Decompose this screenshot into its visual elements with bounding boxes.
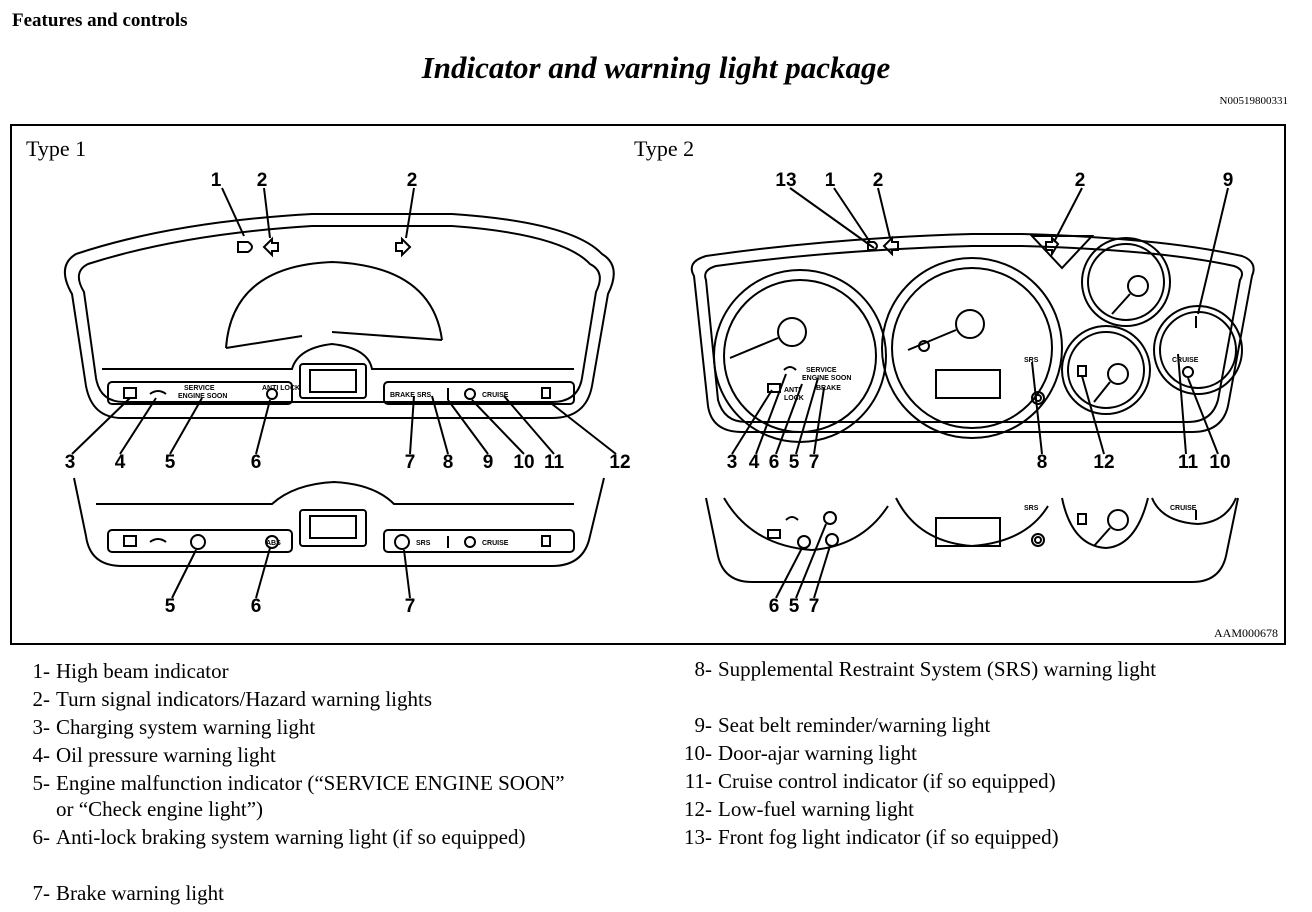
cluster-diagram: Type 1 Type 2 SERVICE ENGINE SOON ANTI L…: [26, 136, 1255, 617]
callout-number: 6: [769, 596, 780, 617]
type1-label: Type 1: [26, 136, 86, 161]
legend-left: 1-High beam indicator 2-Turn signal indi…: [0, 658, 660, 912]
legend-item: or “Check engine light”): [56, 797, 264, 821]
anti-lock-text: ANTI LOCK: [262, 385, 300, 392]
legend-item: 6-Anti-lock braking system warning light…: [32, 825, 526, 849]
callout-number: 2: [407, 170, 418, 191]
section-heading: Features and controls: [12, 10, 188, 31]
legend-item: 12-Low-fuel warning light: [684, 797, 914, 821]
legend-item: 3-Charging system warning light: [32, 715, 316, 739]
callout-number: 4: [115, 452, 126, 473]
engine-soon-text: ENGINE SOON: [178, 393, 227, 400]
t2-service-text: SERVICE: [806, 367, 837, 374]
callout-number: 3: [727, 452, 738, 473]
callout-number: 6: [769, 452, 780, 473]
callout-number: 6: [251, 596, 262, 617]
t2-brake-text: BRAKE: [816, 385, 841, 392]
callout-number: 11: [544, 452, 565, 473]
callout-number: 11: [1178, 452, 1199, 473]
callout-number: 3: [65, 452, 76, 473]
callout-number: 1: [825, 170, 836, 191]
legend-item: 8-Supplemental Restraint System (SRS) wa…: [694, 657, 1157, 681]
callout-number: 13: [775, 170, 796, 191]
legend-item: 5-Engine malfunction indicator (“SERVICE…: [32, 771, 565, 795]
legend-item: 7-Brake warning light: [32, 881, 224, 905]
brake-srs-text: BRAKE SRS: [390, 392, 432, 399]
t2-cruise-lower-text: CRUISE: [1170, 505, 1197, 512]
legend-item: 2-Turn signal indicators/Hazard warning …: [32, 687, 433, 711]
abs-lower-text: ABS: [266, 540, 281, 547]
document-code: N00519800331: [1219, 95, 1288, 107]
figure-code: AAM000678: [1213, 626, 1278, 640]
callout-number: 12: [1093, 452, 1114, 473]
srs-lower-text: SRS: [416, 540, 431, 547]
t2-cruise-text: CRUISE: [1172, 357, 1199, 364]
service-engine-soon-text: SERVICE: [184, 385, 215, 392]
t2-anti-text: ANTI: [784, 387, 800, 394]
t2-lock-text: LOCK: [784, 395, 804, 402]
callout-number: 7: [809, 596, 820, 617]
callout-number: 5: [165, 596, 176, 617]
callout-number: 7: [809, 452, 820, 473]
callout-number: 9: [483, 452, 494, 473]
callout-number: 2: [257, 170, 268, 191]
callout-number: 5: [789, 452, 800, 473]
legend-item: 10-Door-ajar warning light: [684, 741, 918, 765]
t2-engine-soon-text: ENGINE SOON: [802, 375, 851, 382]
t2-srs-lower-text: SRS: [1024, 505, 1039, 512]
cruise-lower-text: CRUISE: [482, 540, 509, 547]
callout-number: 7: [405, 452, 416, 473]
callout-number: 6: [251, 452, 262, 473]
callout-number: 12: [609, 452, 630, 473]
callout-number: 7: [405, 596, 416, 617]
legend-item: 4-Oil pressure warning light: [32, 743, 276, 767]
legend-item: 1-High beam indicator: [32, 659, 229, 683]
t2-srs-text: SRS: [1024, 357, 1039, 364]
callout-number: 1: [211, 170, 222, 191]
callout-number: 9: [1223, 170, 1234, 191]
cruise-text: CRUISE: [482, 392, 509, 399]
type2-label: Type 2: [634, 136, 694, 161]
legend-item: 13-Front fog light indicator (if so equi…: [684, 825, 1059, 849]
callout-number: 2: [873, 170, 884, 191]
instrument-cluster-figure: Type 1 Type 2 SERVICE ENGINE SOON ANTI L…: [10, 124, 1286, 645]
callout-number: 8: [1037, 452, 1048, 473]
legend-item: 11-Cruise control indicator (if so equip…: [684, 769, 1056, 793]
callout-number: 5: [165, 452, 176, 473]
callout-number: 8: [443, 452, 454, 473]
legend-item: 9-Seat belt reminder/warning light: [694, 713, 991, 737]
callout-number: 4: [749, 452, 760, 473]
callout-number: 10: [1209, 452, 1230, 473]
callout-number: 10: [513, 452, 534, 473]
legend-right: 8-Supplemental Restraint System (SRS) wa…: [672, 656, 1292, 856]
page-title: Indicator and warning light package: [421, 50, 891, 85]
callout-number: 2: [1075, 170, 1086, 191]
callout-number: 5: [789, 596, 800, 617]
